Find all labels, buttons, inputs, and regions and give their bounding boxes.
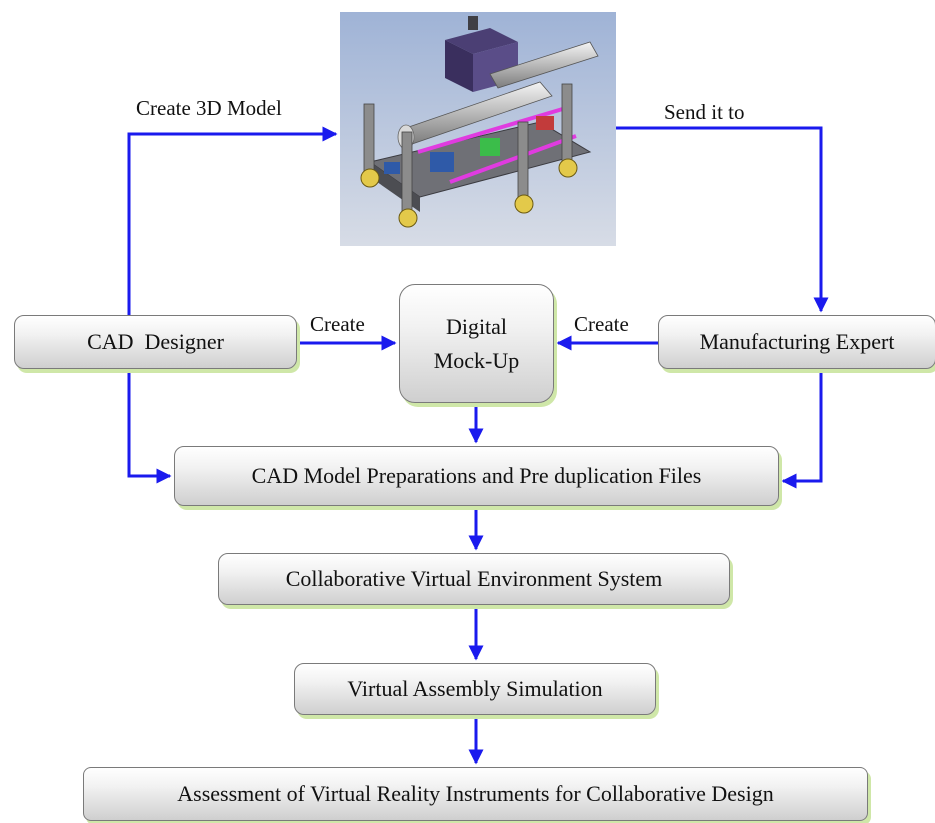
node-model-preparation-label: CAD Model Preparations and Pre duplicati… bbox=[251, 463, 702, 489]
edge-label-send-it-to: Send it to bbox=[664, 100, 745, 124]
node-digital-mockup-line1: Digital bbox=[445, 314, 508, 339]
edge-label-create-left: Create bbox=[310, 312, 365, 336]
edge-label-create-3d-model: Create 3D Model bbox=[136, 96, 282, 120]
arrow-cad-to-prep bbox=[127, 369, 172, 484]
node-cad-designer: CAD Designer bbox=[14, 315, 297, 369]
node-assembly-simulation-label: Virtual Assembly Simulation bbox=[347, 676, 603, 702]
arrow-send-it-to bbox=[616, 126, 829, 313]
node-cve-system-label: Collaborative Virtual Environment System bbox=[285, 566, 663, 592]
arrow-mfg-to-prep bbox=[781, 369, 823, 489]
node-digital-mockup: Digital Mock-Up bbox=[399, 284, 554, 403]
node-assessment-label: Assessment of Virtual Reality Instrument… bbox=[177, 781, 774, 807]
node-manufacturing-expert-label: Manufacturing Expert bbox=[699, 329, 895, 355]
node-manufacturing-expert: Manufacturing Expert bbox=[658, 315, 935, 369]
node-cve-system: Collaborative Virtual Environment System bbox=[218, 553, 730, 605]
edge-label-create-right: Create bbox=[574, 312, 629, 336]
node-assessment: Assessment of Virtual Reality Instrument… bbox=[83, 767, 868, 821]
cad-model-image bbox=[340, 12, 616, 246]
arrow-create-3d-model bbox=[127, 126, 338, 315]
node-cad-designer-label: CAD Designer bbox=[87, 329, 224, 355]
node-digital-mockup-line2: Mock-Up bbox=[433, 347, 520, 373]
node-assembly-simulation: Virtual Assembly Simulation bbox=[294, 663, 656, 715]
node-model-preparation: CAD Model Preparations and Pre duplicati… bbox=[174, 446, 779, 506]
